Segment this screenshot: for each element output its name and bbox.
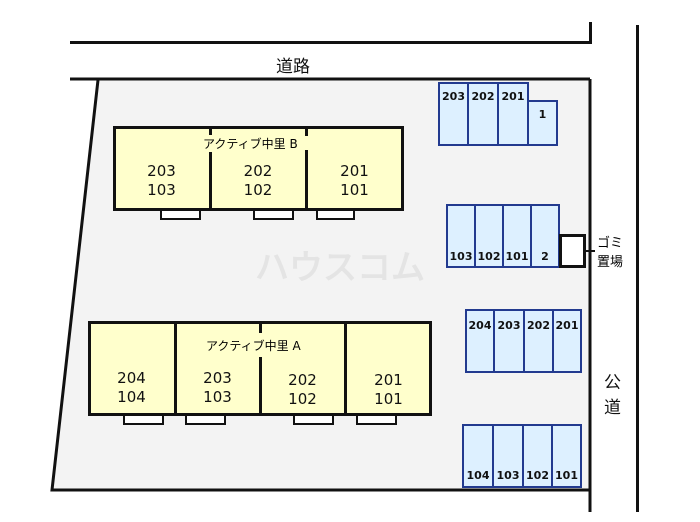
- parking-space: 101: [551, 424, 582, 488]
- unit-divider: [259, 357, 262, 416]
- garbage-label-2: 置場: [597, 255, 624, 270]
- balcony: [185, 414, 226, 425]
- parking-space: 102: [522, 424, 553, 488]
- building-b-name: アクティブ中里 B: [200, 135, 301, 152]
- parking-space: 101: [502, 204, 532, 268]
- parking-space: 2: [530, 204, 560, 268]
- parking-space: 202: [523, 309, 554, 373]
- public-road-line: [636, 25, 639, 512]
- garbage-pointer-line: [583, 250, 595, 252]
- parking-space: 203: [493, 309, 525, 373]
- parking-space: 103: [492, 424, 524, 488]
- unit-divider: [305, 150, 308, 211]
- parking-space: 103: [446, 204, 476, 268]
- garbage-label-1: ゴミ: [597, 236, 624, 251]
- public-road-label-2: 道: [604, 398, 621, 418]
- unit-divider: [344, 321, 347, 416]
- road-edge-line: [70, 41, 592, 44]
- parking-space: 201: [552, 309, 582, 373]
- parking-space: 1: [527, 100, 558, 146]
- building-a-name: アクティブ中里 A: [204, 337, 303, 354]
- balcony: [316, 209, 355, 220]
- unit-divider: [209, 126, 212, 211]
- unit-divider: [305, 126, 308, 136]
- unit-divider: [259, 321, 262, 333]
- parking-space: 102: [474, 204, 504, 268]
- parking-space: 202: [467, 82, 499, 146]
- parking-space: 204: [465, 309, 495, 373]
- balcony: [123, 414, 164, 425]
- road-label: 道路: [276, 57, 310, 77]
- balcony: [293, 414, 334, 425]
- parking-space: 203: [438, 82, 469, 146]
- road-edge-line: [589, 22, 592, 44]
- balcony: [356, 414, 397, 425]
- balcony: [160, 209, 201, 220]
- watermark: ハウスコム: [255, 248, 425, 288]
- balcony: [253, 209, 294, 220]
- garbage-area: [559, 234, 586, 268]
- public-road-label-1: 公: [604, 373, 621, 393]
- parking-space: 104: [462, 424, 494, 488]
- parking-space: 201: [497, 82, 529, 146]
- unit-divider: [174, 321, 177, 416]
